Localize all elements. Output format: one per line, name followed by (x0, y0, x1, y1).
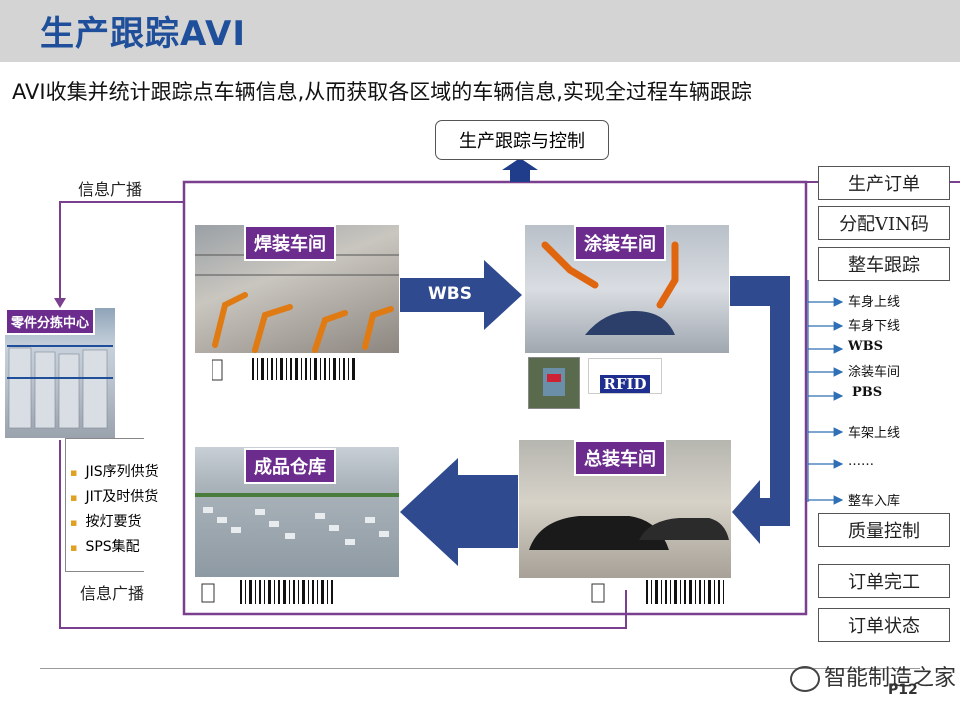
barcode-warehouse (201, 580, 333, 604)
tracking-point: 车身下线 (848, 319, 901, 334)
parts-center-label: 零件分拣中心 (5, 308, 96, 335)
assembly-workshop-label: 总装车间 (574, 440, 666, 476)
up-arrow (502, 158, 538, 182)
wbs-arrow (400, 260, 522, 330)
tracking-point: 车架上线 (848, 426, 901, 441)
supply-methods-list: ▪JIS序列供货 ▪JIT及时供货 ▪按灯要货 ▪SPS集配 (70, 460, 159, 560)
supply-item: ▪按灯要货 (70, 514, 142, 530)
supply-item: ▪JIT及时供货 (70, 489, 159, 505)
wechat-icon (790, 666, 820, 692)
supply-item: ▪SPS集配 (70, 539, 140, 555)
rfid-logo: RFID (588, 358, 662, 394)
page-title: 生产跟踪AVI (40, 14, 246, 54)
rfid-text: RFID (600, 375, 650, 393)
wbs-label: WBS (428, 284, 472, 304)
barcode-assembly (591, 580, 724, 604)
supply-bracket (65, 438, 144, 572)
pbs-label: PBS (745, 385, 764, 421)
tracking-point: WBS (848, 339, 883, 354)
order-completion-box: 订单完工 (818, 564, 950, 598)
supply-item: ▪JIS序列供货 (70, 464, 159, 480)
subtitle: AVI收集并统计跟踪点车辆信息,从而获取各区域的车辆信息,实现全过程车辆跟踪 (12, 80, 752, 104)
broadcast-line-bottom (59, 440, 627, 629)
tracking-point: …… (848, 454, 874, 469)
broadcast-line-top (59, 201, 184, 300)
welding-workshop-label: 焊装车间 (244, 225, 336, 261)
pbs-arrow (730, 276, 790, 544)
footer-line (40, 668, 920, 669)
tracking-point: 整车入库 (848, 494, 901, 509)
watermark: 智能制造之家 (790, 660, 956, 692)
rfid-reader-image (528, 357, 580, 409)
barcode-welding (212, 358, 355, 381)
production-tracking-control-box: 生产跟踪与控制 (435, 120, 609, 160)
assign-vin-box: 分配VIN码 (818, 206, 950, 240)
workshop-frame (182, 180, 808, 616)
tracking-point: 涂装车间 (848, 365, 901, 380)
tracking-point: 车身上线 (848, 295, 901, 310)
tracking-point: PBS (852, 385, 883, 400)
vehicle-tracking-box: 整车跟踪 (818, 247, 950, 281)
title-bar (0, 0, 960, 62)
broadcast-label-bottom: 信息广播 (80, 584, 145, 603)
assembly-to-warehouse-arrow (400, 458, 518, 566)
warehouse-label: 成品仓库 (244, 448, 336, 484)
painting-workshop-label: 涂装车间 (574, 225, 666, 261)
page-number: P12 (888, 682, 918, 698)
quality-control-box: 质量控制 (818, 513, 950, 547)
broadcast-label-top: 信息广播 (78, 180, 143, 199)
order-status-box: 订单状态 (818, 608, 950, 642)
production-order-box: 生产订单 (818, 166, 950, 200)
